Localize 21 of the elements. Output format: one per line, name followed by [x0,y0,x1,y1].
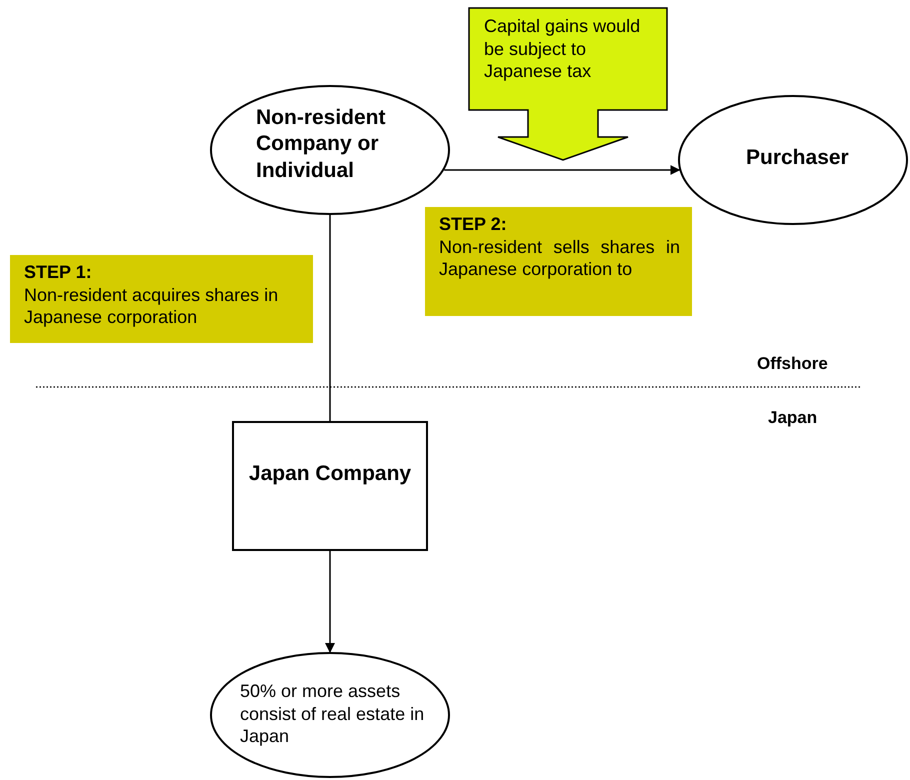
step-box [425,207,692,316]
step-heading: STEP 1: [24,261,93,284]
node-text: Non-resident acquires shares in Japanese corporation [24,284,280,328]
node-title: Purchaser [746,145,850,171]
entity-ellipse [678,95,908,225]
connector-line [329,215,331,421]
node-title: Japan Company [248,461,412,487]
entity-ellipse [210,85,450,215]
node-title: Non-resident Company or Individual [256,105,387,184]
arrow [444,165,680,175]
region-label: Japan [768,408,818,428]
step-heading: STEP 2: [439,213,508,236]
region-label: Offshore [757,354,828,374]
arrow [325,551,335,653]
company-box [232,421,428,551]
callout-arrow-box [468,7,668,160]
asset-ellipse [210,652,450,778]
step-box [10,255,313,343]
node-text: Non-resident sells shares in Japanese corporation to [439,236,680,280]
node-text: Capital gains would be subject to Japanese tax [484,15,642,82]
node-text: 50% or more assets consist of real estate in Japan [240,680,426,748]
